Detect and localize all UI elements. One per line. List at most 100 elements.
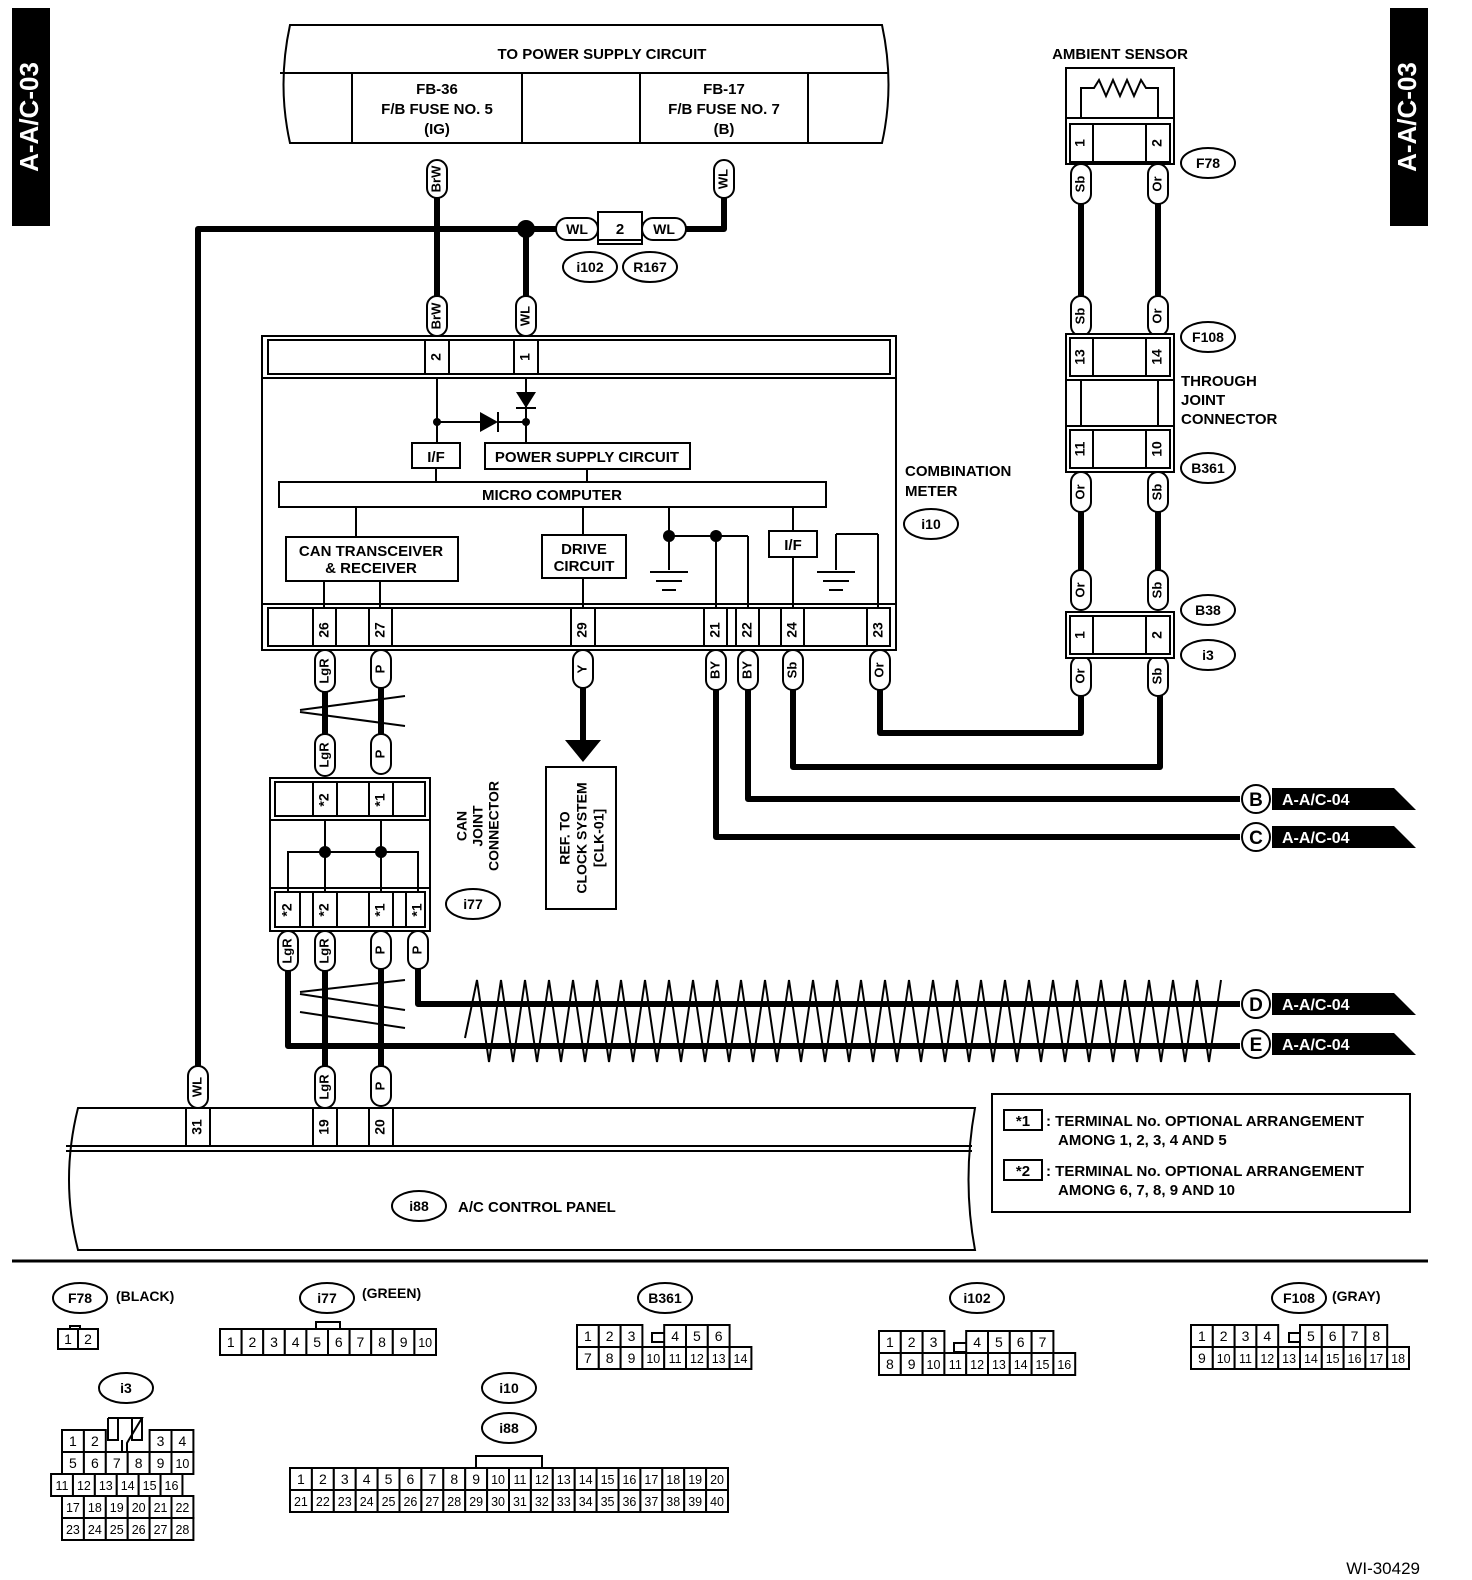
view-i77-pin: 4 [292,1334,300,1350]
svg-text:C: C [1249,828,1263,849]
svg-text:*2: *2 [316,793,332,806]
connector-i102-label: i102 [576,259,603,275]
svg-text:23: 23 [870,622,886,638]
meter-if1: I/F [427,449,445,466]
can-bus-wires: LgR LgR P P LgR P [277,930,1240,1109]
meter-can-transceiver-2: & RECEIVER [325,560,417,577]
splice-connector: WL 2 WL i102 R167 [555,211,687,283]
svg-text:AMONG 1, 2, 3, 4 AND 5: AMONG 1, 2, 3, 4 AND 5 [1058,1132,1227,1149]
fuse-fb36-name: F/B FUSE NO. 5 [381,101,493,118]
view-f108-pin: 8 [1372,1328,1380,1344]
meter-pin-2: 2 [428,353,444,361]
view-f78-color: (BLACK) [116,1288,174,1304]
view-i10-pin: 7 [428,1471,436,1487]
off-page-b: B A-A/C-04 [1241,784,1416,814]
view-i3-pin: 10 [175,1457,189,1471]
view-i102-pin: 15 [1036,1358,1050,1372]
view-i3-pin: 16 [165,1479,179,1493]
svg-text:: TERMINAL No. OPTIONAL ARRANG: : TERMINAL No. OPTIONAL ARRANGEMENT [1046,1113,1364,1130]
view-f108-pin: 3 [1242,1328,1250,1344]
svg-text:: TERMINAL No. OPTIONAL ARRANG: : TERMINAL No. OPTIONAL ARRANGEMENT [1046,1163,1364,1180]
view-f108-pin: 2 [1220,1328,1228,1344]
svg-text:P: P [372,664,387,673]
view-i3-pin: 6 [91,1455,99,1471]
ambient-wires: Sb Or Sb Or Or Sb Or Sb Or Sb [1070,163,1169,697]
page-tag-right: A-A/C-03 [1390,8,1428,226]
view-f108-pin: 7 [1351,1328,1359,1344]
view-i102-pin: 7 [1039,1334,1047,1350]
view-i10-pin: 37 [644,1495,658,1509]
svg-text:29: 29 [574,622,590,638]
view-i77-pin: 9 [400,1334,408,1350]
view-f108-pin: 10 [1217,1352,1231,1366]
svg-text:Or: Or [1072,484,1087,499]
connector-b38-label: B38 [1195,602,1221,618]
view-i10-pin: 20 [710,1473,724,1487]
view-b361-pin: 12 [690,1352,704,1366]
view-i102-pin: 11 [949,1358,962,1372]
view-i10-pin: 39 [688,1495,702,1509]
view-b361-pin: 6 [715,1328,723,1344]
svg-text:LgR: LgR [316,658,331,684]
svg-text:Or: Or [1149,176,1164,191]
svg-text:P: P [372,945,387,954]
view-i77-pin: 1 [227,1334,235,1350]
svg-text:WL: WL [715,169,730,189]
view-i10-pin: 12 [535,1473,549,1487]
wire-label-wl-top: WL [713,159,735,199]
svg-text:2: 2 [1149,139,1165,147]
svg-text:LgR: LgR [316,938,331,964]
view-i10-pin: 16 [622,1473,636,1487]
fuse-fb17-name: F/B FUSE NO. 7 [668,101,780,118]
view-f108-pin: 4 [1263,1328,1271,1344]
view-i3-name: i3 [120,1380,132,1396]
clock-reference-box: REF. TO CLOCK SYSTEM [CLK-01] [545,766,617,910]
view-i102-pin: 9 [908,1356,916,1372]
through-joint-connector: 13 14 11 10 F108 THROUGH JOINT CONNECTOR… [1065,321,1278,484]
view-i10-pin: 33 [557,1495,571,1509]
svg-text:Sb: Sb [1072,176,1087,193]
svg-text:*1: *1 [409,903,425,916]
wire-label-brw-meter: BrW [426,295,448,337]
view-f108-pin: 9 [1198,1350,1206,1366]
view-b361-pin: 13 [712,1352,726,1366]
view-f108-pin: 17 [1369,1352,1383,1366]
svg-text:*2: *2 [316,903,332,916]
svg-text:*2: *2 [1016,1163,1030,1180]
can-joint-connector-label: i77 [463,896,483,912]
b38-connector: 1 2 B38 i3 [1065,594,1236,671]
view-i10-pin: 24 [360,1495,374,1509]
svg-text:24: 24 [784,622,800,638]
view-b361-pin: 8 [606,1350,614,1366]
connector-f108-label: F108 [1192,329,1224,345]
view-i10-pin: 32 [535,1495,549,1509]
svg-text:Y: Y [574,664,589,673]
view-b361-pin: 5 [693,1328,701,1344]
view-i10-pin: 40 [710,1495,724,1509]
view-i3-pin: 7 [113,1455,121,1471]
view-i10-pin: 9 [472,1471,480,1487]
view-i10-pin: 23 [338,1495,352,1509]
view-b361-pin: 1 [584,1328,592,1344]
view-b361-pin: 9 [628,1350,636,1366]
view-i10-pin: 27 [425,1495,439,1509]
svg-text:22: 22 [739,622,755,638]
meter-connector-label: i10 [921,516,941,532]
view-i3-cell [170,1517,195,1541]
power-supply-block: TO POWER SUPPLY CIRCUIT FB-36 F/B FUSE N… [280,24,890,144]
view-i3-pin: 1 [69,1433,77,1449]
view-b361-pin: 14 [734,1352,748,1366]
view-f108-pin: 16 [1348,1352,1362,1366]
view-i10-pin: 6 [407,1471,415,1487]
meter-power-supply-circuit: POWER SUPPLY CIRCUIT [495,449,679,466]
view-i10-pin: 15 [601,1473,615,1487]
svg-text:Sb: Sb [784,662,799,679]
off-page-e: E A-A/C-04 [1241,1029,1416,1059]
svg-text:WL: WL [566,221,588,237]
svg-text:BY: BY [707,661,722,679]
view-i10-pin: 14 [579,1473,593,1487]
view-i102-cell [1052,1352,1077,1376]
view-f108-pin: 11 [1239,1352,1252,1366]
svg-text:CONNECTOR: CONNECTOR [486,781,502,871]
